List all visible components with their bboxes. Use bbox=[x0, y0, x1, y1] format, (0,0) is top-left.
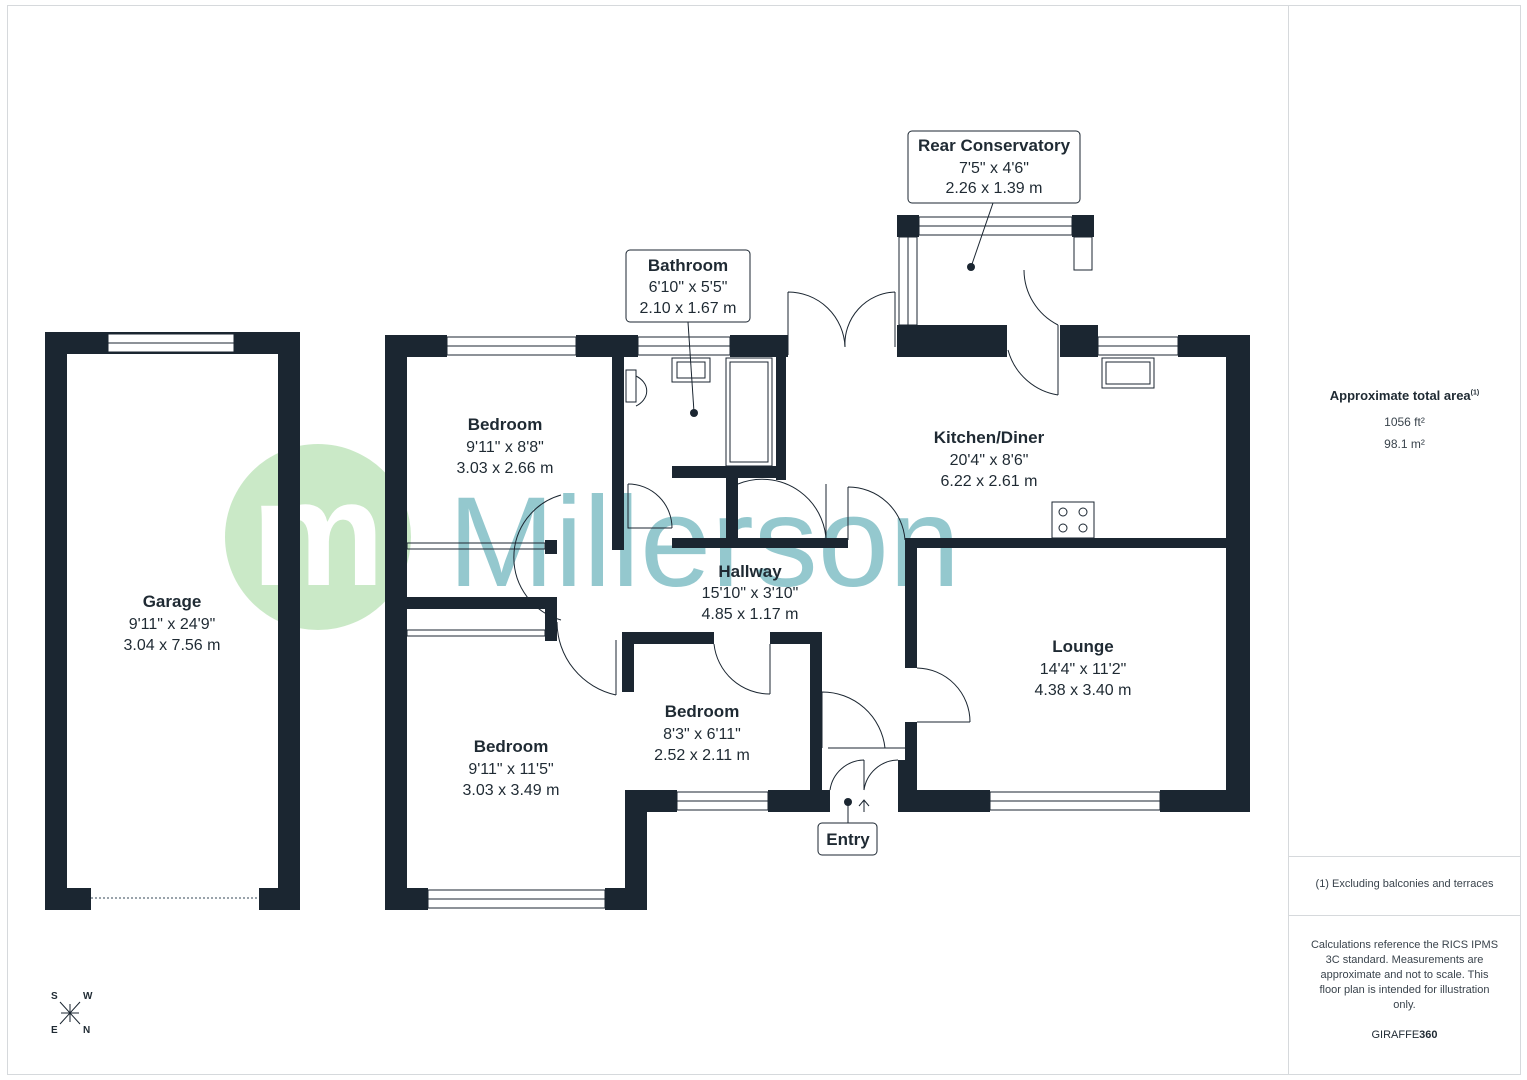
compass-n: N bbox=[83, 1025, 90, 1036]
house-walls bbox=[385, 215, 1250, 910]
room-label-bathroom: Bathroom 6'10" x 5'5" 2.10 x 1.67 m bbox=[640, 256, 737, 317]
bathroom-sink bbox=[671, 357, 711, 383]
entry-label-box bbox=[817, 822, 878, 856]
fixtures bbox=[625, 357, 1155, 539]
compass-w: W bbox=[83, 991, 93, 1002]
bathroom-label-box bbox=[625, 249, 751, 323]
area-sqm: 98.1 m² bbox=[1384, 437, 1425, 451]
panel-divider bbox=[1288, 856, 1521, 857]
area-footnote-mark: (1) bbox=[1470, 389, 1480, 397]
doors bbox=[513, 269, 1059, 791]
room-dims-metric: 2.10 x 1.67 m bbox=[640, 300, 737, 317]
room-name: Garage bbox=[143, 592, 202, 611]
room-name: Rear Conservatory bbox=[918, 136, 1071, 155]
room-dims-imperial: 7'5" x 4'6" bbox=[959, 160, 1029, 177]
room-label-bedroom-3: Bedroom 8'3" x 6'11" 2.52 x 2.11 m bbox=[654, 702, 750, 764]
room-dims-metric: 3.03 x 3.49 m bbox=[463, 782, 560, 799]
room-dims-imperial: 9'11" x 8'8" bbox=[466, 439, 544, 456]
area-title: Approximate total area(1) bbox=[1290, 388, 1519, 403]
watermark: m Millerson bbox=[225, 444, 960, 630]
room-dims-metric: 2.26 x 1.39 m bbox=[946, 180, 1043, 197]
room-dims-imperial: 14'4" x 11'2" bbox=[1040, 661, 1127, 678]
room-label-kitchen: Kitchen/Diner 20'4" x 8'6" 6.22 x 2.61 m bbox=[934, 428, 1045, 490]
entry-arrow bbox=[858, 799, 870, 812]
room-dims-imperial: 9'11" x 11'5" bbox=[468, 761, 553, 778]
room-dims-metric: 3.03 x 2.66 m bbox=[457, 460, 554, 477]
area-sqft: 1056 ft² bbox=[1384, 415, 1425, 429]
watermark-logo-letter: m bbox=[251, 449, 384, 617]
room-name: Bedroom bbox=[474, 737, 549, 756]
wardrobes bbox=[406, 542, 546, 637]
room-name: Hallway bbox=[718, 562, 782, 581]
room-label-garage: Garage 9'11" x 24'9" 3.04 x 7.56 m bbox=[124, 592, 221, 654]
room-label-lounge: Lounge 14'4" x 11'2" 4.38 x 3.40 m bbox=[1035, 637, 1132, 699]
watermark-logo-circle bbox=[225, 444, 411, 630]
toilet-cistern bbox=[625, 369, 637, 403]
brand-suffix: 360 bbox=[1419, 1029, 1438, 1041]
room-label-conservatory: Rear Conservatory 7'5" x 4'6" 2.26 x 1.3… bbox=[918, 136, 1071, 197]
room-dims-imperial: 20'4" x 8'6" bbox=[950, 452, 1029, 469]
disclaimer: Calculations reference the RICS IPMS 3C … bbox=[1310, 939, 1499, 1011]
room-label-bedroom-2: Bedroom 9'11" x 11'5" 3.03 x 3.49 m bbox=[463, 737, 560, 799]
brand-prefix: GIRAFFE bbox=[1371, 1029, 1420, 1041]
room-label-hallway: Hallway 15'10" x 3'10" 4.85 x 1.17 m bbox=[702, 562, 799, 623]
room-dims-metric: 4.85 x 1.17 m bbox=[702, 606, 799, 623]
panel-divider bbox=[1288, 915, 1521, 916]
label-pointers bbox=[687, 202, 994, 823]
floor-plan: m Millerson bbox=[45, 130, 1250, 1036]
room-dims-metric: 3.04 x 7.56 m bbox=[124, 637, 221, 654]
kitchen-sink bbox=[1101, 357, 1155, 389]
room-dims-imperial: 9'11" x 24'9" bbox=[129, 616, 216, 633]
footnote: (1) Excluding balconies and terraces bbox=[1315, 878, 1494, 890]
compass-icon: S W E N bbox=[51, 991, 93, 1036]
room-name: Bedroom bbox=[468, 415, 543, 434]
area-title-text: Approximate total area bbox=[1329, 388, 1471, 403]
garage-walls bbox=[45, 332, 300, 910]
room-dims-imperial: 8'3" x 6'11" bbox=[663, 726, 741, 743]
room-dims-metric: 4.38 x 3.40 m bbox=[1035, 682, 1132, 699]
room-name: Kitchen/Diner bbox=[934, 428, 1045, 447]
room-name: Lounge bbox=[1052, 637, 1113, 656]
entry-label: Entry bbox=[826, 830, 870, 849]
room-dims-metric: 2.52 x 2.11 m bbox=[654, 747, 750, 764]
room-name: Bathroom bbox=[648, 256, 728, 275]
room-name: Bedroom bbox=[665, 702, 740, 721]
bath-tub bbox=[725, 357, 773, 467]
conservatory-label-box bbox=[907, 130, 1081, 204]
pointer-dots bbox=[690, 263, 975, 806]
info-side-panel bbox=[1288, 5, 1521, 1075]
room-dims-metric: 6.22 x 2.61 m bbox=[941, 473, 1038, 490]
room-dims-imperial: 6'10" x 5'5" bbox=[649, 279, 728, 296]
room-label-bedroom-1: Bedroom 9'11" x 8'8" 3.03 x 2.66 m bbox=[457, 415, 554, 477]
compass-s: S bbox=[51, 991, 58, 1002]
page-frame bbox=[7, 5, 1521, 1075]
brand-logo: GIRAFFE360 bbox=[1290, 1029, 1519, 1041]
hob bbox=[1051, 501, 1095, 539]
compass-e: E bbox=[51, 1025, 58, 1036]
room-dims-imperial: 15'10" x 3'10" bbox=[702, 585, 799, 602]
